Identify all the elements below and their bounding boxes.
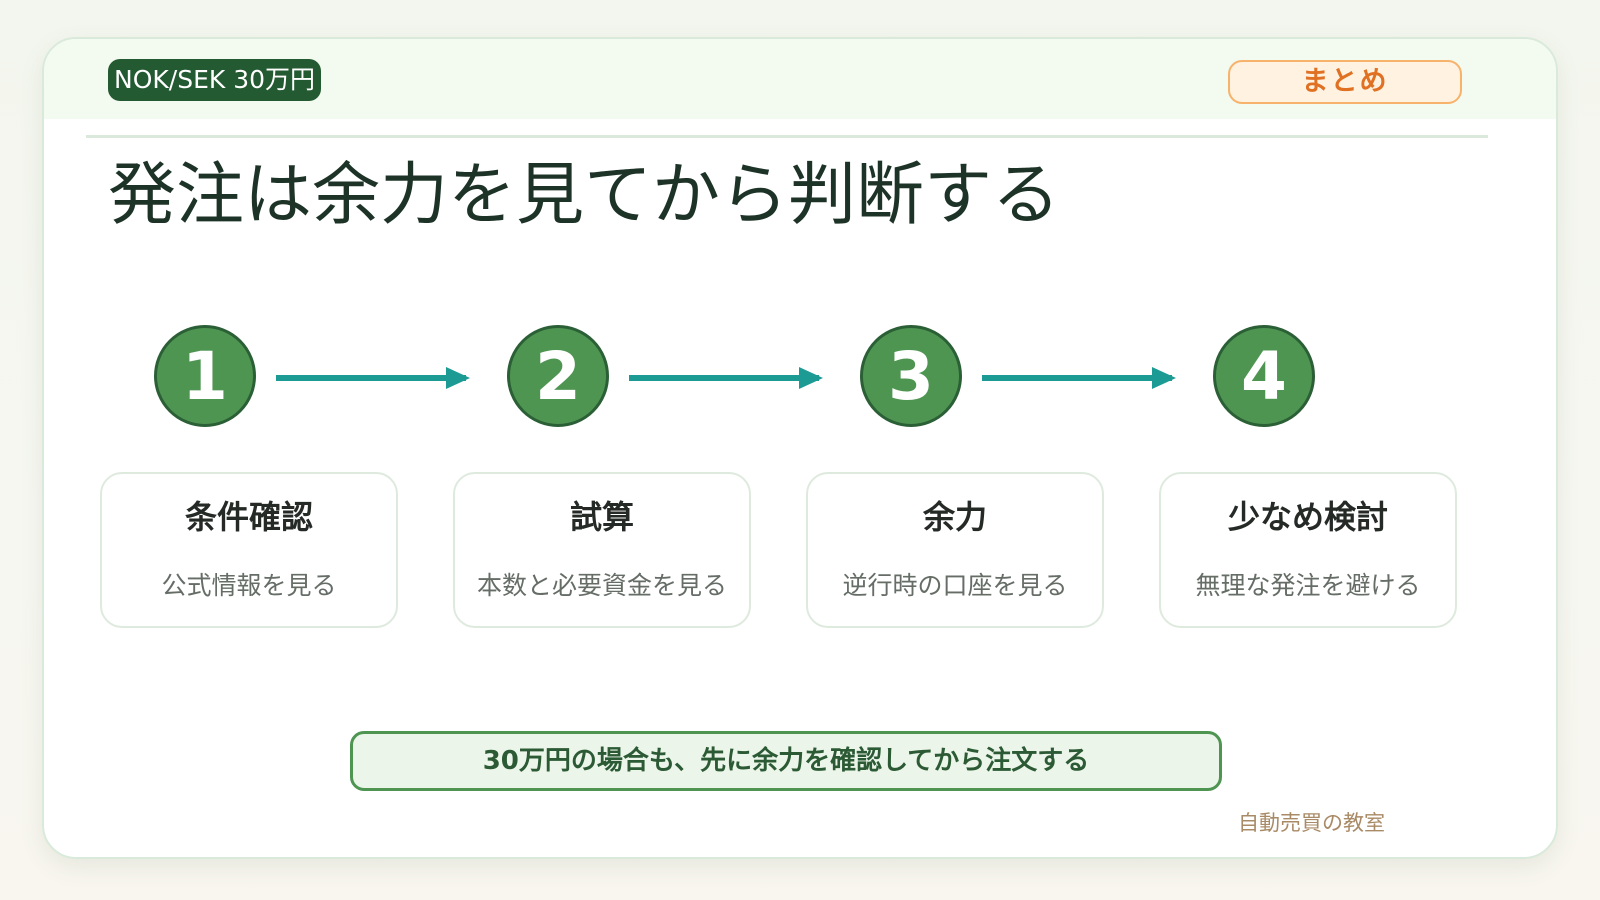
step-3-description: 逆行時の口座を見る — [842, 571, 1068, 600]
step-4-title: 少なめ検討 — [1227, 498, 1388, 536]
slide-title: 発注は余力を見てから判断する — [108, 156, 1061, 235]
step-3-number: 3 — [860, 325, 962, 427]
summary-tag: まとめ — [1228, 60, 1462, 104]
header-divider — [86, 135, 1488, 138]
step-1-title: 条件確認 — [184, 498, 313, 536]
step-3-card: 余力 逆行時の口座を見る — [806, 472, 1104, 628]
key-message-banner: 30万円の場合も、先に余力を確認してから注文する — [350, 731, 1222, 791]
step-1-card: 条件確認 公式情報を見る — [100, 472, 398, 628]
step-3-title: 余力 — [922, 498, 987, 536]
slide-card: NOK/SEK 30万円 まとめ 発注は余力を見てから判断する 1 2 3 4 … — [42, 37, 1558, 859]
arrow-right-icon — [982, 367, 1176, 389]
arrow-right-icon — [276, 367, 470, 389]
arrow-right-icon — [629, 367, 823, 389]
step-2-card: 試算 本数と必要資金を見る — [453, 472, 751, 628]
step-4-number: 4 — [1213, 325, 1315, 427]
step-2-description: 本数と必要資金を見る — [476, 571, 727, 600]
step-1-description: 公式情報を見る — [161, 571, 337, 600]
step-1-number: 1 — [154, 325, 256, 427]
step-2-title: 試算 — [569, 498, 634, 536]
step-2-number: 2 — [507, 325, 609, 427]
step-4-card: 少なめ検討 無理な発注を避ける — [1159, 472, 1457, 628]
currency-pair-badge: NOK/SEK 30万円 — [108, 59, 322, 101]
step-4-description: 無理な発注を避ける — [1195, 571, 1421, 600]
footer-credit: 自動売買の教室 — [1238, 811, 1385, 835]
